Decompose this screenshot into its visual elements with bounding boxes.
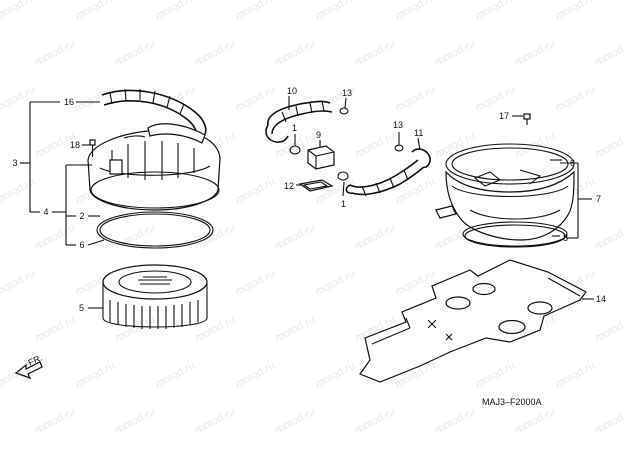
watermark-text: motod.ru (513, 406, 557, 437)
callout-labels: 10 13 1 9 13 11 12 1 16 18 3 4 2 6 5 17 … (12, 86, 606, 407)
clamp-13b-drawing (394, 144, 404, 152)
callout-6b: 6 (570, 158, 575, 168)
watermark-text: motod.ru (593, 406, 625, 437)
callout-6a: 6 (79, 240, 84, 250)
leaders-left (20, 101, 105, 309)
watermark-text: motod.ru (393, 268, 437, 299)
watermark-text: motod.ru (593, 222, 625, 253)
watermark-text: motod.ru (233, 84, 277, 115)
air-filter-element-drawing (102, 264, 208, 329)
watermark-text: motod.ru (273, 38, 317, 69)
watermark-text: motod.ru (353, 38, 397, 69)
watermark-text: motod.ru (313, 360, 357, 391)
front-direction-marker (14, 361, 43, 380)
watermark-text: motod.ru (313, 0, 357, 23)
watermark-text: motod.ru (113, 38, 157, 69)
watermark-text: motod.ru (553, 84, 597, 115)
leaders-right (550, 159, 592, 239)
watermark-text: motod.ru (433, 130, 477, 161)
clamp-1b-drawing (337, 171, 349, 181)
air-cleaner-case-drawing (435, 143, 575, 248)
watermark-text: motod.ru (73, 0, 117, 23)
callout-12: 12 (284, 181, 294, 191)
diagram-code: MAJ3–F2000A (482, 397, 542, 407)
callout-13b: 13 (393, 120, 403, 130)
watermark-text: motod.ru (353, 222, 397, 253)
air-cleaner-cover-drawing (87, 123, 221, 211)
callout-18: 18 (70, 140, 80, 150)
watermark-text: motod.ru (513, 38, 557, 69)
screw-18-drawing (89, 139, 96, 157)
callout-5: 5 (79, 303, 84, 313)
clamp-13a-drawing (339, 107, 349, 115)
callout-17: 17 (499, 111, 509, 121)
watermark-text: motod.ru (193, 222, 237, 253)
insulator-mat-14-drawing (359, 259, 594, 383)
watermark-text: motod.ru (0, 0, 37, 23)
watermark-text: motod.ru (553, 0, 597, 23)
watermark-text: motod.ru (33, 222, 77, 253)
watermark-text: motod.ru (193, 38, 237, 69)
callout-16: 16 (64, 97, 74, 107)
watermark-text: motod.ru (73, 360, 117, 391)
watermark-text: motod.ru (313, 268, 357, 299)
leaders-middle (288, 96, 421, 197)
seal-ring-drawing (96, 211, 214, 249)
watermark-text: motod.ru (393, 84, 437, 115)
watermark-text: motod.ru (0, 84, 37, 115)
watermark-text: motod.ru (153, 360, 197, 391)
watermark-text: motod.ru (273, 222, 317, 253)
watermark-text: motod.ru (233, 360, 277, 391)
watermark-text: motod.ru (473, 0, 517, 23)
callout-1a: 1 (292, 123, 297, 133)
watermark-text: motod.ru (233, 268, 277, 299)
callout-11: 11 (414, 128, 423, 138)
watermark-text: motod.ru (193, 314, 237, 345)
screw-17-drawing (512, 113, 531, 125)
callout-7: 7 (596, 194, 601, 204)
watermark-text: motod.ru (33, 314, 77, 345)
watermark-text: motod.ru (473, 360, 517, 391)
valve-9-drawing (307, 141, 335, 170)
callout-13a: 13 (342, 88, 352, 98)
watermark-text: motod.ru (593, 314, 625, 345)
hose-10-drawing (265, 100, 333, 143)
watermark-text: motod.ru (233, 176, 277, 207)
watermark-text: motod.ru (73, 84, 117, 115)
seal-12-drawing (298, 179, 334, 192)
watermark-text: motod.ru (113, 406, 157, 437)
watermark-text: motod.ru (393, 176, 437, 207)
watermark-text: motod.ru (433, 406, 477, 437)
callout-8: 8 (563, 233, 568, 243)
watermark-text: motod.ru (0, 268, 37, 299)
watermark-text: motod.ru (33, 406, 77, 437)
watermark-text: motod.ru (433, 38, 477, 69)
watermark-text: motod.ru (473, 84, 517, 115)
watermark-text: motod.ru (153, 0, 197, 23)
watermark-text: motod.ru (353, 130, 397, 161)
watermark-text: motod.ru (353, 406, 397, 437)
watermark-text: motod.ru (553, 360, 597, 391)
callout-2: 2 (79, 211, 84, 221)
watermark-text: motod.ru (0, 176, 37, 207)
watermark-text: motod.ru (393, 0, 437, 23)
callout-4: 4 (43, 207, 48, 217)
hose-11-drawing (345, 148, 431, 197)
watermark-text: motod.ru (593, 38, 625, 69)
watermark-text: motod.ru (233, 0, 277, 23)
watermark-text: motod.ru (273, 314, 317, 345)
watermark-text: motod.ru (273, 406, 317, 437)
callout-14: 14 (596, 294, 606, 304)
watermark-text: motod.ru (193, 406, 237, 437)
callout-3: 3 (12, 158, 17, 168)
callout-1b: 1 (341, 199, 346, 209)
watermark-text: motod.ru (593, 130, 625, 161)
callout-10: 10 (287, 86, 297, 96)
callout-9: 9 (316, 130, 321, 140)
watermark-text: motod.ru (33, 38, 77, 69)
